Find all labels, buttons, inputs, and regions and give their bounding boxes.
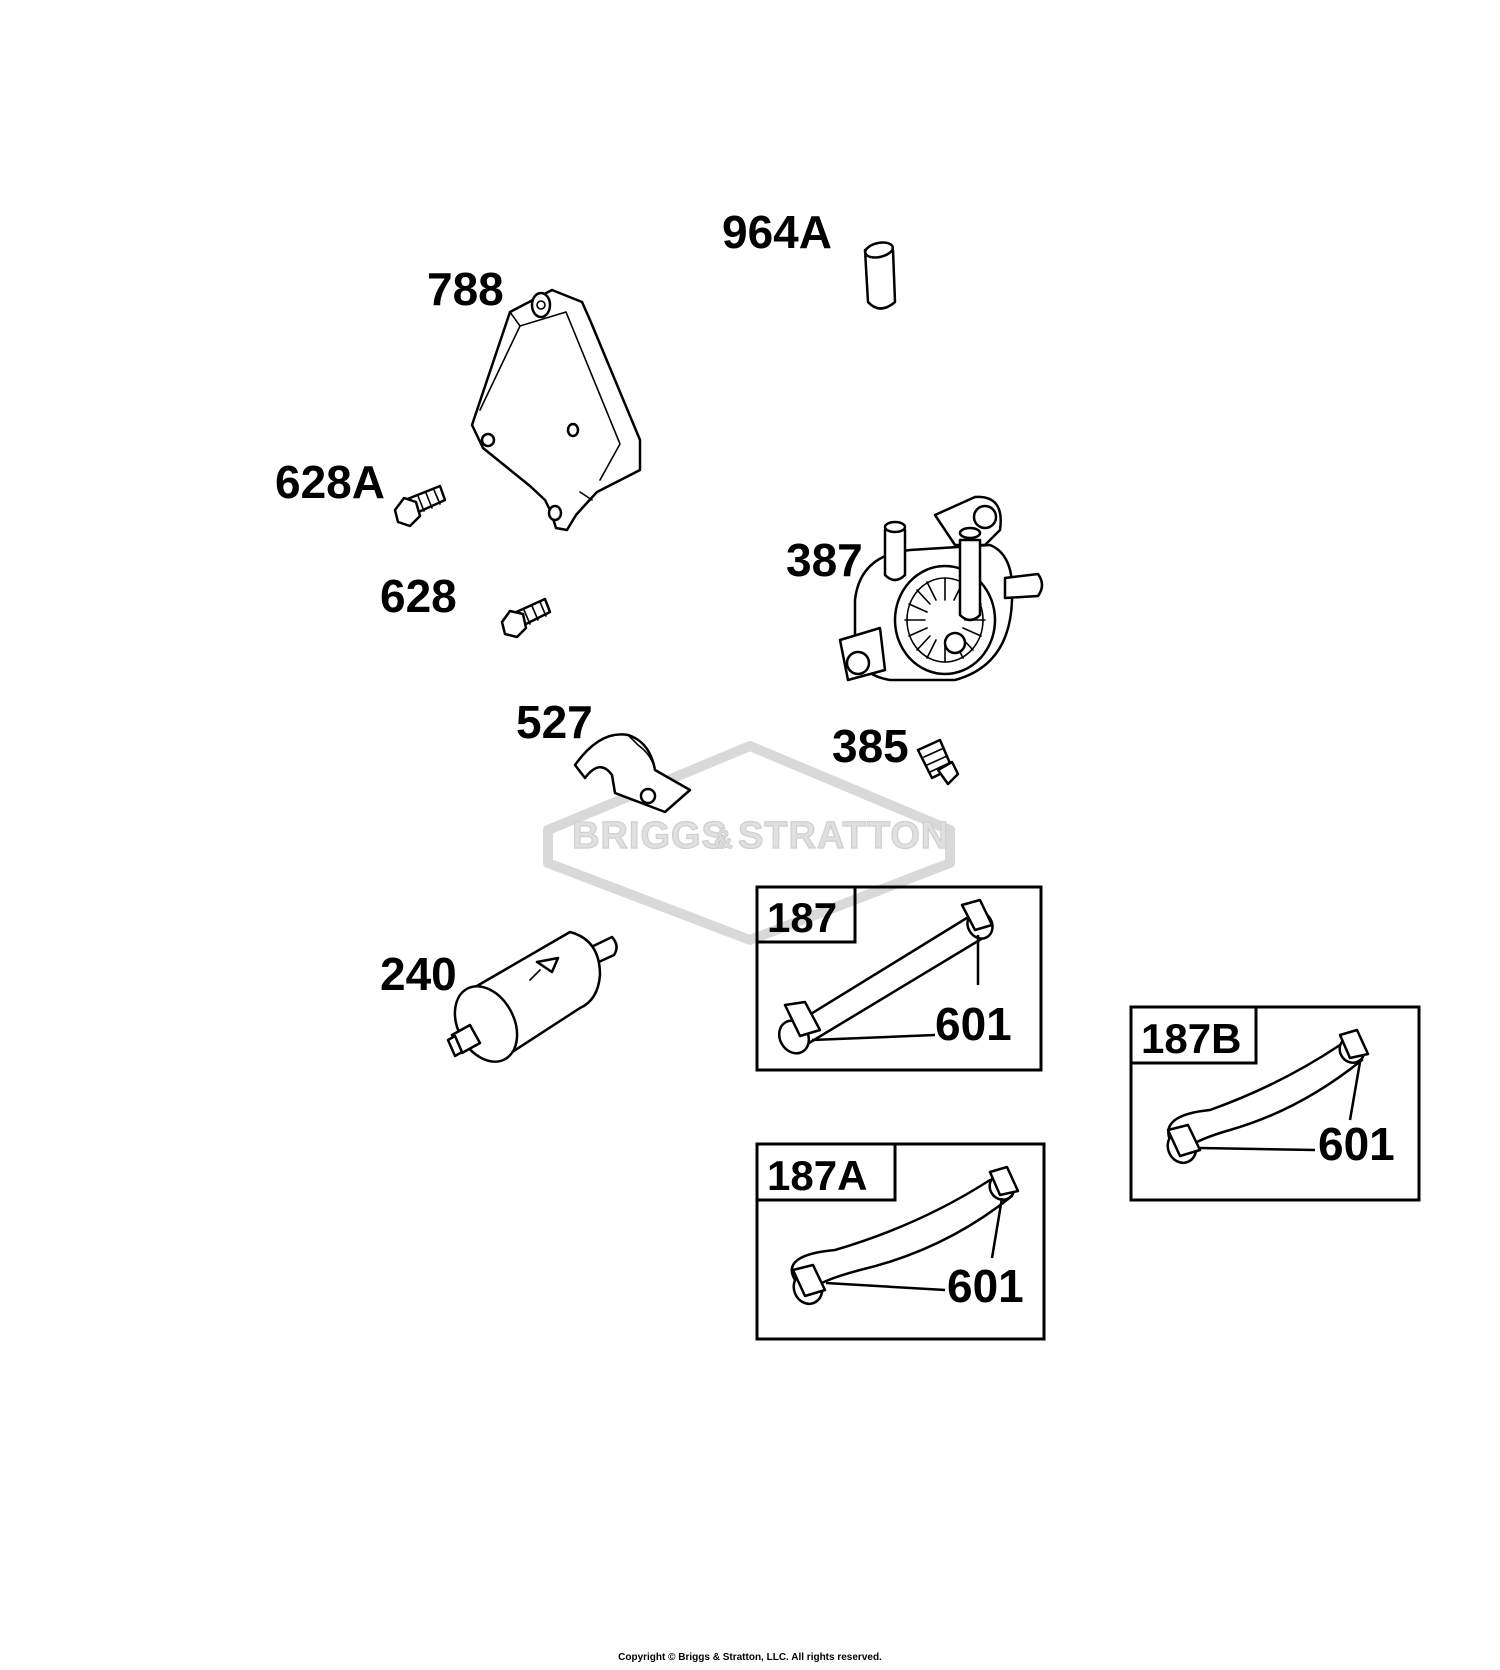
part-label-240[interactable]: 240 (380, 948, 457, 1000)
kit-187a-sub-part-label[interactable]: 601 (947, 1260, 1024, 1312)
part-964a[interactable]: 964A (722, 206, 897, 310)
part-628a[interactable]: 628A (275, 456, 447, 528)
part-387[interactable]: 387 (786, 495, 1044, 682)
brand-watermark: BRIGGS & STRATTON (543, 741, 955, 945)
kit-label-187[interactable]: 187 (767, 894, 837, 941)
part-788[interactable]: 788 (427, 263, 642, 532)
kit-187-sub-part-label[interactable]: 601 (935, 998, 1012, 1050)
part-label-387[interactable]: 387 (786, 534, 863, 586)
part-628[interactable]: 628 (380, 570, 552, 639)
watermark-brand-right: STRATTON (738, 815, 949, 857)
part-label-527[interactable]: 527 (516, 696, 593, 748)
part-240[interactable]: 240 (380, 930, 618, 1072)
kit-187b[interactable]: 187B 601 (1129, 1005, 1421, 1202)
part-label-628[interactable]: 628 (380, 570, 457, 622)
watermark-brand-amp: & (714, 824, 734, 854)
part-527[interactable]: 527 (516, 696, 692, 814)
kit-label-187b[interactable]: 187B (1141, 1015, 1241, 1062)
kit-187[interactable]: 187 601 (755, 885, 1043, 1072)
part-label-788[interactable]: 788 (427, 263, 504, 315)
part-label-385[interactable]: 385 (832, 720, 909, 772)
copyright-footer: Copyright © Briggs & Stratton, LLC. All … (618, 1652, 882, 1663)
watermark-brand-left: BRIGGS (572, 815, 728, 857)
kit-187a[interactable]: 187A 601 (755, 1142, 1046, 1341)
part-385[interactable]: 385 (832, 720, 960, 786)
kit-label-187a[interactable]: 187A (767, 1152, 867, 1199)
part-label-964a[interactable]: 964A (722, 206, 832, 258)
kit-187b-sub-part-label[interactable]: 601 (1318, 1118, 1395, 1170)
part-label-628a[interactable]: 628A (275, 456, 385, 508)
